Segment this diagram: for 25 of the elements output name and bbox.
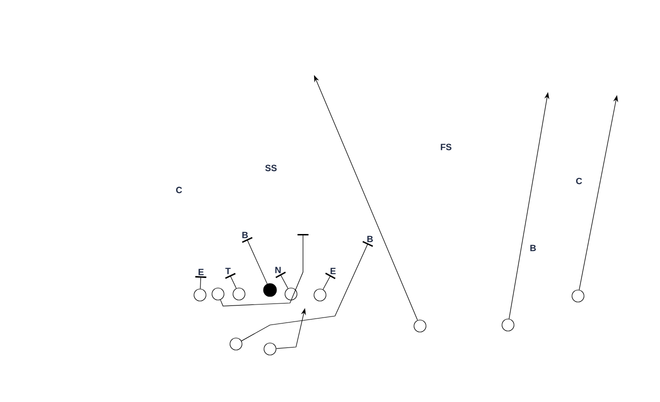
player-label: E — [330, 268, 336, 274]
player-circle — [232, 288, 246, 300]
player-label: C — [576, 178, 582, 184]
player-label: SS — [265, 164, 277, 172]
player-label: B — [242, 232, 248, 238]
player-label: N — [275, 266, 281, 274]
player-circle — [264, 342, 276, 356]
player-circle — [502, 318, 514, 332]
block-line — [220, 234, 308, 306]
block-line — [195, 276, 206, 289]
player-label: B — [530, 244, 536, 252]
player-label: FS — [440, 144, 452, 150]
player-label: T — [225, 268, 231, 274]
player-label: B — [367, 236, 373, 242]
ball-marker — [263, 283, 277, 297]
player-label: E — [198, 268, 204, 276]
player-circle — [314, 288, 326, 302]
player-circle — [212, 288, 224, 300]
player-circle — [194, 288, 206, 302]
player-circle — [572, 290, 584, 302]
player-circle — [414, 320, 426, 332]
player-circle — [230, 338, 242, 350]
player-label: C — [176, 186, 182, 194]
block-line — [276, 272, 288, 289]
player-circle — [284, 288, 298, 300]
